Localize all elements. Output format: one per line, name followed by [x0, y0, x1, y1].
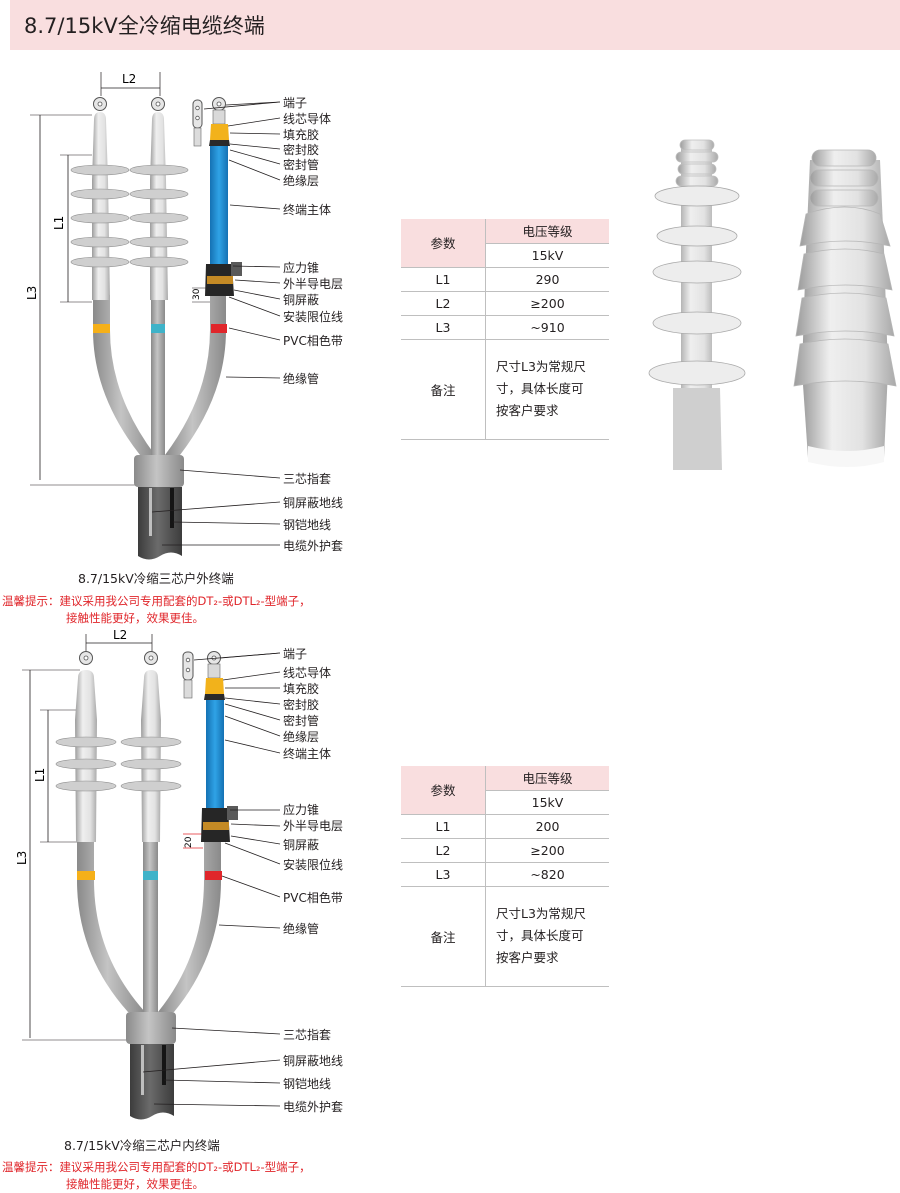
outdoor-dim-l2: L2 — [122, 72, 136, 86]
indoor-leader-lines — [142, 652, 281, 1107]
label-filler: 填充胶 — [283, 682, 320, 696]
outdoor-termination-photo — [648, 139, 746, 470]
label-stress-cone: 应力锥 — [283, 803, 320, 817]
table-note: 尺寸L3为常规尺 寸，具体长度可 按客户要求 — [485, 886, 609, 987]
table-row: L1 200 — [401, 814, 609, 839]
outdoor-termination-drawing: L2 L3 L1 30 — [25, 72, 242, 560]
label-shield-ground: 铜屏蔽地线 — [283, 1054, 344, 1068]
label-core-conductor: 线芯导体 — [283, 112, 332, 126]
outdoor-dim-l1: L1 — [52, 216, 66, 230]
table-note-label: 备注 — [401, 339, 486, 440]
label-sealant: 密封胶 — [283, 698, 320, 712]
table-row: L3 ~820 — [401, 862, 609, 887]
label-armor-ground: 钢铠地线 — [283, 1077, 332, 1091]
table-row: L1 290 — [401, 267, 609, 292]
indoor-termination-drawing: L2 L3 L1 20 — [15, 628, 238, 1120]
indoor-dim-l1: L1 — [33, 768, 47, 782]
indoor-termination-photo — [793, 149, 897, 467]
label-shield-ground: 铜屏蔽地线 — [283, 496, 344, 510]
label-outer-sheath: 电缆外护套 — [283, 1100, 344, 1114]
label-breakout: 三芯指套 — [283, 1028, 332, 1042]
label-limit-line: 安装限位线 — [283, 310, 344, 324]
label-semicon-layer: 外半导电层 — [283, 277, 344, 291]
table-note: 尺寸L3为常规尺 寸，具体长度可 按客户要求 — [485, 339, 609, 440]
label-insulation: 绝缘层 — [283, 730, 320, 744]
label-limit-line: 安装限位线 — [283, 858, 344, 872]
table-param-header: 参数 — [401, 766, 486, 815]
label-terminal: 端子 — [283, 647, 308, 661]
label-terminal: 端子 — [283, 96, 308, 110]
label-sealant: 密封胶 — [283, 143, 320, 157]
outdoor-dim-small: 30 — [192, 288, 202, 300]
label-core-conductor: 线芯导体 — [283, 666, 332, 680]
label-seal-tube: 密封管 — [283, 714, 320, 728]
indoor-tip: 温馨提示：建议采用我公司专用配套的DT₂-或DTL₂-型端子， 接触性能更好，效… — [2, 1160, 311, 1191]
label-pvc-tape: PVC相色带 — [283, 334, 343, 348]
table-row: L3 ~910 — [401, 315, 609, 340]
label-copper-shield: 铜屏蔽 — [283, 293, 320, 307]
label-copper-shield: 铜屏蔽 — [283, 838, 320, 852]
table-note-label: 备注 — [401, 886, 486, 987]
label-filler: 填充胶 — [283, 128, 320, 142]
label-pvc-tape: PVC相色带 — [283, 891, 343, 905]
label-insulating-tube: 绝缘管 — [283, 922, 320, 936]
outdoor-tip: 温馨提示：建议采用我公司专用配套的DT₂-或DTL₂-型端子， 接触性能更好，效… — [2, 594, 311, 625]
table-voltage-header: 电压等级 — [485, 766, 609, 791]
header-bar: 8.7/15kV全冷缩电缆终端 — [10, 0, 900, 50]
indoor-spec-table: 参数 电压等级 15kV L1 200 L2 ≥200 L3 ~820 备注 尺… — [401, 766, 609, 987]
table-row: L2 ≥200 — [401, 838, 609, 863]
page-title: 8.7/15kV全冷缩电缆终端 — [24, 14, 265, 38]
indoor-dim-l2: L2 — [113, 628, 127, 642]
table-note-row: 备注 尺寸L3为常规尺 寸，具体长度可 按客户要求 — [401, 339, 609, 440]
label-armor-ground: 钢铠地线 — [283, 518, 332, 532]
label-insulating-tube: 绝缘管 — [283, 372, 320, 386]
label-stress-cone: 应力锥 — [283, 261, 320, 275]
table-voltage-level: 15kV — [485, 790, 609, 815]
label-insulation: 绝缘层 — [283, 174, 320, 188]
table-voltage-level: 15kV — [485, 243, 609, 268]
label-breakout: 三芯指套 — [283, 472, 332, 486]
label-termination-body: 终端主体 — [283, 747, 332, 761]
table-voltage-header: 电压等级 — [485, 219, 609, 244]
indoor-caption: 8.7/15kV冷缩三芯户内终端 — [64, 1138, 220, 1153]
outdoor-leader-lines — [151, 101, 281, 546]
table-note-row: 备注 尺寸L3为常规尺 寸，具体长度可 按客户要求 — [401, 886, 609, 987]
outdoor-dim-l3: L3 — [25, 286, 39, 300]
indoor-dim-l3: L3 — [15, 851, 29, 865]
indoor-dim-small: 20 — [184, 836, 194, 848]
label-seal-tube: 密封管 — [283, 158, 320, 172]
table-param-header: 参数 — [401, 219, 486, 268]
label-semicon-layer: 外半导电层 — [283, 819, 344, 833]
label-outer-sheath: 电缆外护套 — [283, 539, 344, 553]
outdoor-spec-table: 参数 电压等级 15kV L1 290 L2 ≥200 L3 ~910 备注 尺… — [401, 219, 609, 440]
table-row: L2 ≥200 — [401, 291, 609, 316]
label-termination-body: 终端主体 — [283, 203, 332, 217]
outdoor-caption: 8.7/15kV冷缩三芯户外终端 — [78, 571, 234, 586]
